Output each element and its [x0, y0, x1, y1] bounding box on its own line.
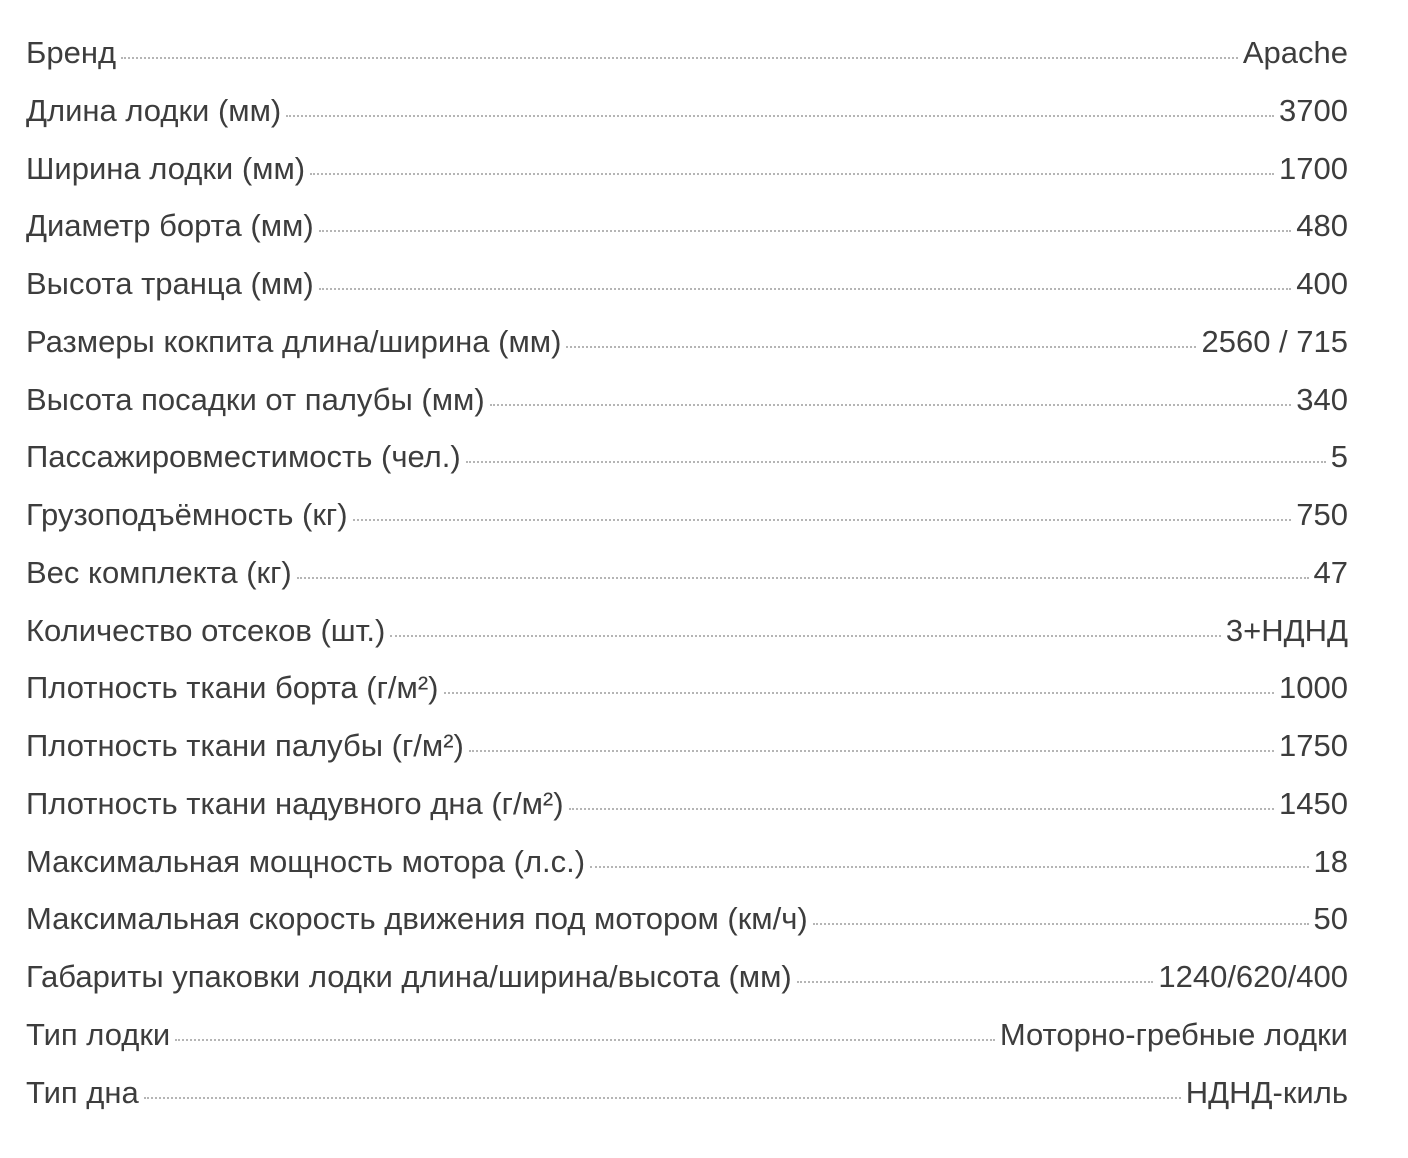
spec-value: 1000	[1279, 670, 1348, 706]
spec-label: Длина лодки (мм)	[26, 92, 282, 128]
spec-label: Размеры кокпита длина/ширина (мм)	[26, 323, 562, 359]
spec-value: НДНД-киль	[1185, 1074, 1348, 1110]
spec-label: Пассажировместимость (чел.)	[26, 439, 461, 475]
dotted-leader	[143, 1096, 1181, 1099]
spec-value: 50	[1313, 901, 1348, 937]
spec-label: Грузоподъёмность (кг)	[26, 497, 348, 532]
spec-label: Тип дна	[26, 1074, 139, 1110]
dotted-leader	[310, 172, 1275, 175]
dotted-leader	[318, 230, 1292, 233]
spec-row-boat-width: Ширина лодки (мм) 1700	[26, 140, 1348, 198]
spec-label: Максимальная мощность мотора (л.с.)	[26, 843, 586, 879]
spec-row-floor-fabric-density: Плотность ткани надувного дна (г/м²) 145…	[26, 775, 1348, 833]
spec-value: 1240/620/400	[1158, 959, 1348, 994]
dotted-leader	[590, 865, 1309, 868]
spec-label: Вес комплекта (кг)	[26, 554, 292, 590]
spec-row-boat-type: Тип лодки Моторно-гребные лодки	[26, 1006, 1348, 1064]
spec-value: 480	[1296, 208, 1348, 244]
spec-row-transom-height: Высота транца (мм) 400	[26, 255, 1348, 313]
dotted-leader	[443, 692, 1275, 695]
spec-row-deck-fabric-density: Плотность ткани палубы (г/м²) 1750	[26, 717, 1348, 775]
spec-value: 47	[1313, 554, 1348, 590]
spec-label: Ширина лодки (мм)	[26, 150, 306, 186]
spec-label: Диаметр борта (мм)	[26, 208, 314, 244]
spec-label: Бренд	[26, 35, 117, 70]
dotted-leader	[812, 923, 1309, 926]
spec-row-floor-type: Тип дна НДНД-киль	[26, 1064, 1348, 1122]
spec-row-tube-diameter: Диаметр борта (мм) 480	[26, 197, 1348, 255]
spec-value: 1450	[1279, 785, 1348, 821]
dotted-leader	[489, 403, 1292, 406]
spec-label: Тип лодки	[26, 1016, 171, 1052]
spec-value: 340	[1296, 381, 1348, 417]
spec-label: Количество отсеков (шт.)	[26, 612, 386, 648]
spec-value: 1700	[1279, 150, 1348, 186]
dotted-leader	[796, 981, 1154, 983]
spec-value: 750	[1296, 497, 1348, 532]
spec-row-brand: Бренд Apache	[26, 24, 1348, 82]
dotted-leader	[318, 288, 1292, 290]
spec-label: Плотность ткани надувного дна (г/м²)	[26, 785, 564, 821]
spec-row-cockpit-size: Размеры кокпита длина/ширина (мм) 2560 /…	[26, 313, 1348, 371]
spec-label: Плотность ткани борта (г/м²)	[26, 670, 439, 706]
spec-value: 1750	[1279, 728, 1348, 763]
spec-row-kit-weight: Вес комплекта (кг) 47	[26, 544, 1348, 602]
dotted-leader	[296, 576, 1309, 579]
spec-row-tube-fabric-density: Плотность ткани борта (г/м²) 1000	[26, 659, 1348, 717]
spec-value: 3+НДНД	[1225, 612, 1348, 648]
spec-label: Высота посадки от палубы (мм)	[26, 381, 485, 417]
spec-value: 400	[1296, 266, 1348, 301]
dotted-leader	[121, 57, 1238, 59]
spec-row-compartments: Количество отсеков (шт.) 3+НДНД	[26, 602, 1348, 660]
dotted-leader	[465, 461, 1326, 464]
spec-value: 2560 / 715	[1201, 323, 1348, 359]
spec-value: 3700	[1279, 92, 1348, 128]
spec-row-max-motor-power: Максимальная мощность мотора (л.с.) 18	[26, 833, 1348, 891]
dotted-leader	[566, 345, 1197, 348]
dotted-leader	[286, 114, 1275, 117]
spec-row-passenger-capacity: Пассажировместимость (чел.) 5	[26, 428, 1348, 486]
spec-label: Максимальная скорость движения под мотор…	[26, 901, 808, 937]
spec-row-max-speed: Максимальная скорость движения под мотор…	[26, 890, 1348, 948]
spec-list: Бренд Apache Длина лодки (мм) 3700 Ширин…	[26, 24, 1348, 1121]
dotted-leader	[352, 519, 1292, 521]
spec-row-load-capacity: Грузоподъёмность (кг) 750	[26, 486, 1348, 544]
dotted-leader	[468, 750, 1275, 752]
spec-row-package-dimensions: Габариты упаковки лодки длина/ширина/выс…	[26, 948, 1348, 1006]
spec-label: Высота транца (мм)	[26, 266, 314, 301]
dotted-leader	[175, 1038, 995, 1041]
dotted-leader	[568, 807, 1275, 810]
spec-value: 18	[1313, 843, 1348, 879]
spec-value: Моторно-гребные лодки	[999, 1016, 1348, 1052]
spec-value: 5	[1330, 439, 1348, 475]
spec-label: Плотность ткани палубы (г/м²)	[26, 728, 464, 763]
spec-row-boat-length: Длина лодки (мм) 3700	[26, 82, 1348, 140]
spec-row-seat-height: Высота посадки от палубы (мм) 340	[26, 371, 1348, 429]
spec-value: Apache	[1242, 35, 1348, 70]
spec-label: Габариты упаковки лодки длина/ширина/выс…	[26, 959, 792, 994]
dotted-leader	[390, 634, 1221, 637]
